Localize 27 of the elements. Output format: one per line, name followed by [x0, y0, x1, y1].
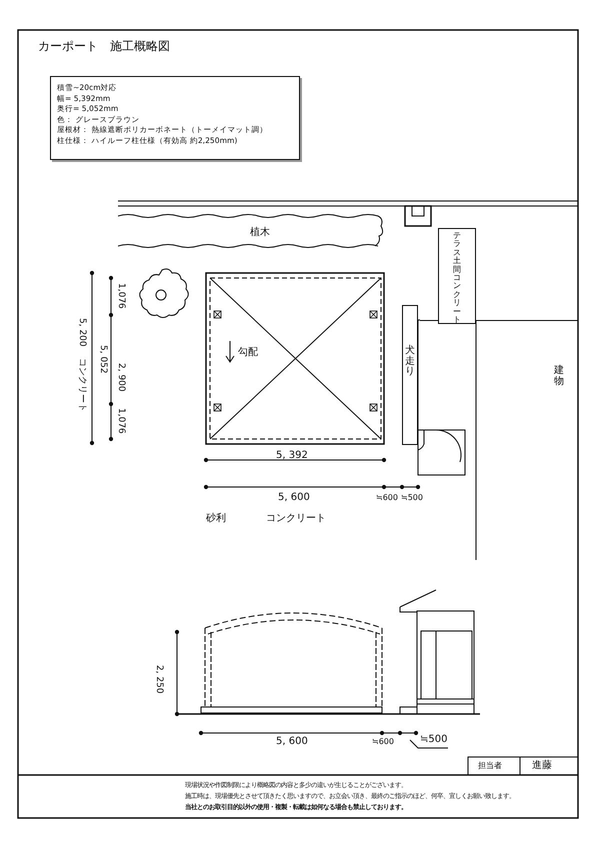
area-label: コンクリート — [77, 358, 86, 412]
area-label: 建物 — [554, 366, 564, 387]
spec-note-box — [50, 76, 300, 160]
dimension-text: ≒600 — [376, 494, 398, 502]
dimension-text: 1,076 — [116, 283, 125, 309]
area-label: テラス土間コンクリート — [453, 232, 461, 324]
dimension-text: ≒600 — [372, 738, 394, 746]
dimension-text: 5, 052 — [98, 345, 107, 374]
slope-label: 勾配 — [238, 348, 258, 358]
area-label: 犬走り — [405, 346, 415, 378]
dimension-text: 5, 200 — [77, 318, 86, 347]
terrace-slab-box — [438, 228, 476, 324]
dog-run-strip — [402, 305, 418, 445]
dimension-text: ≒500 — [420, 735, 448, 745]
dimension-text: 2, 900 — [116, 363, 125, 392]
dimension-text: 5, 392 — [276, 451, 308, 461]
staff-name: 進藤 — [532, 761, 552, 771]
dimension-text: 1,076 — [116, 408, 125, 434]
dimension-text: ≒500 — [401, 494, 423, 502]
diagram-title: カーポート 施工概略図 — [38, 40, 170, 52]
dimension-text: 5, 600 — [276, 737, 308, 747]
area-label: コンクリート — [266, 514, 326, 524]
dimension-text: 2, 250 — [154, 665, 163, 694]
table-header: 担当者 — [478, 762, 502, 770]
area-label: 砂利 — [206, 514, 226, 524]
planting-label: 植木 — [250, 226, 270, 239]
dimension-text: 5, 600 — [278, 493, 310, 503]
